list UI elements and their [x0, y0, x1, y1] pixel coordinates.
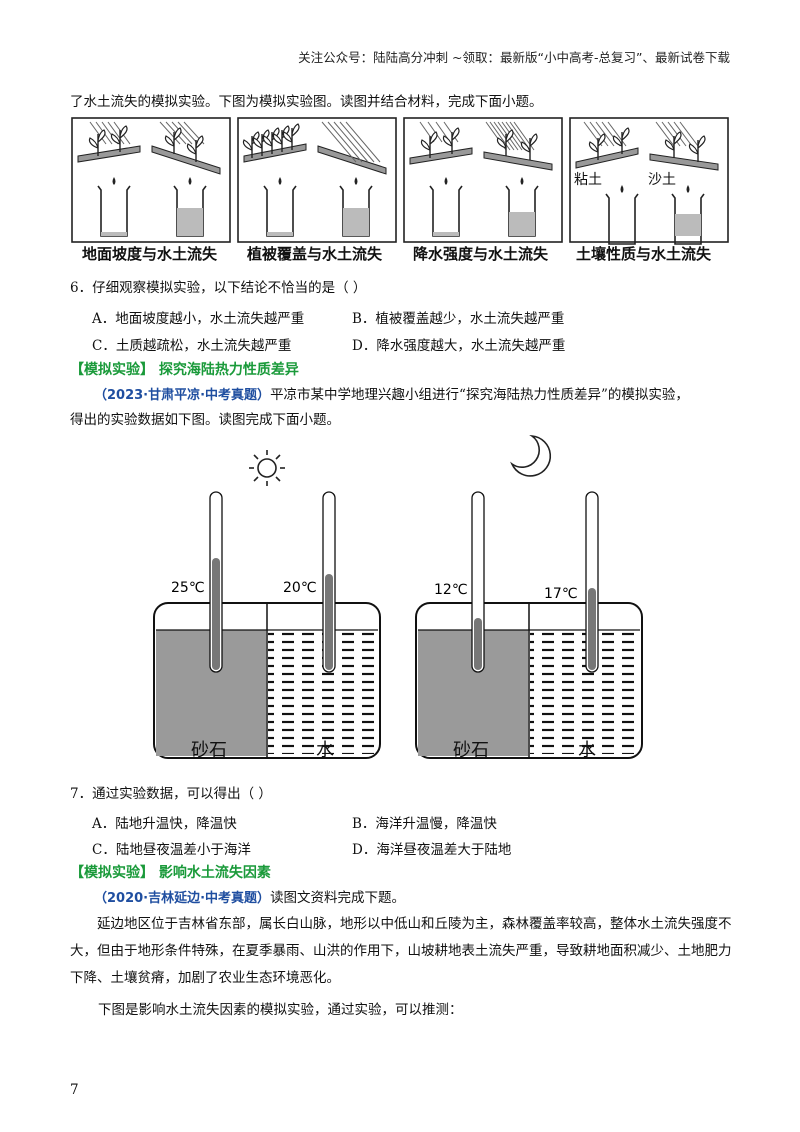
night-water-caption: 水: [578, 740, 596, 761]
section1-text-a: 平凉市某中学地理兴趣小组进行“探究海陆热力性质差异”的模拟实验，: [270, 387, 689, 403]
q6-option-c[interactable]: C．土质越疏松，水土流失越严重: [92, 338, 292, 354]
panel-rain-intensity: [403, 117, 563, 243]
section2-paragraph: 延边地区位于吉林省东部，属长白山脉，地形以中低山和丘陵为主，森林覆盖率较高，整体…: [70, 916, 732, 986]
q6-option-d[interactable]: D．降水强度越大，水土流失越严重: [352, 338, 566, 354]
soil-label-clay: 粘土: [574, 172, 602, 188]
question-6-stem: 6．仔细观察模拟实验，以下结论不恰当的是（ ）: [70, 280, 367, 296]
q7-option-b[interactable]: B．海洋升温慢，降温快: [352, 816, 497, 832]
page-header: 关注公众号：陆陆高分冲刺 ~领取：最新版“小中高考-总复习”、最新试卷下载: [298, 50, 730, 65]
section-title-land-sea: 【模拟实验】 探究海陆热力性质差异: [70, 362, 299, 378]
caption-soil: 土壤性质与水土流失: [576, 245, 712, 263]
q6-option-a[interactable]: A．地面坡度越小，水土流失越严重: [92, 311, 305, 327]
q7-option-c[interactable]: C．陆地昼夜温差小于海洋: [92, 842, 251, 858]
section1-text-b: 得出的实验数据如下图。读图完成下面小题。: [70, 412, 340, 428]
section2-source-tail: 读图文资料完成下题。: [270, 890, 406, 906]
day-water-temp: 20℃: [283, 580, 317, 596]
caption-rain: 降水强度与水土流失: [413, 245, 549, 263]
source-tag: （2023·甘肃平凉·中考真题）: [94, 388, 271, 403]
moon-icon: [510, 434, 552, 477]
day-sand-caption: 砂石: [191, 740, 227, 761]
soil-label-sand: 沙土: [648, 172, 676, 188]
question-7-stem: 7．通过实验数据，可以得出（ ）: [70, 786, 272, 802]
sun-icon: [249, 450, 285, 486]
night-sand-caption: 砂石: [453, 740, 489, 761]
caption-vegetation: 植被覆盖与水土流失: [247, 245, 383, 263]
section-title-erosion: 【模拟实验】 影响水土流失因素: [70, 865, 271, 881]
source-tag-2: （2020·吉林延边·中考真题）: [94, 891, 271, 906]
section1-lead: （2023·甘肃平凉·中考真题）平凉市某中学地理兴趣小组进行“探究海陆热力性质差…: [94, 385, 689, 406]
night-tank: 12℃ 17℃: [415, 491, 643, 759]
q6-option-b[interactable]: B．植被覆盖越少，水土流失越严重: [352, 311, 565, 327]
caption-slope: 地面坡度与水土流失: [82, 245, 218, 263]
section2-last-line: 下图是影响水土流失因素的模拟实验，通过实验，可以推测：: [98, 1002, 463, 1018]
day-tank: 25℃ 20℃: [153, 491, 381, 759]
section2-lead: （2020·吉林延边·中考真题）读图文资料完成下题。: [94, 888, 405, 909]
panel-slope: [71, 117, 231, 243]
erosion-experiment-figure: 粘土 沙土: [71, 117, 729, 245]
day-water-caption: 水: [316, 740, 334, 761]
panel-vegetation: [237, 117, 397, 243]
night-water-temp: 17℃: [544, 586, 578, 602]
intro-line: 了水土流失的模拟实验。下图为模拟实验图。读图并结合材料，完成下面小题。: [70, 94, 543, 110]
day-sand-temp: 25℃: [171, 580, 205, 596]
q7-option-a[interactable]: A．陆地升温快，降温快: [92, 816, 237, 832]
page-number: 7: [70, 1082, 79, 1098]
panel-soil-type: 粘土 沙土: [569, 117, 729, 245]
thermal-experiment-figure: 25℃ 20℃ 12℃ 17℃: [153, 434, 643, 759]
q7-option-d[interactable]: D．海洋昼夜温差大于陆地: [352, 842, 512, 858]
night-sand-temp: 12℃: [434, 582, 468, 598]
